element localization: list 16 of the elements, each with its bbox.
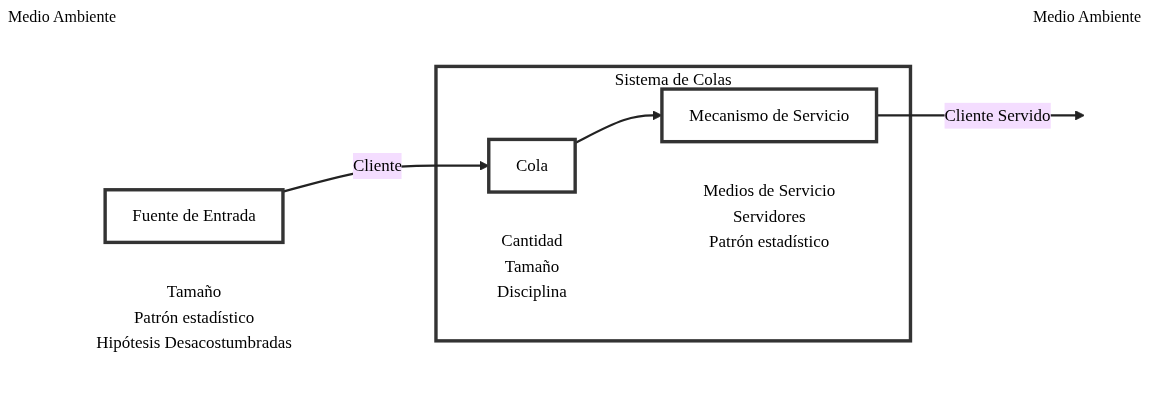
node-label: Hipótesis Desacostumbradas	[96, 332, 292, 352]
node-label: Servidores	[732, 206, 806, 225]
node-label: Patrón estadístico	[133, 307, 255, 326]
node-label: Disciplina	[497, 282, 567, 301]
environment-label: Medio Ambiente	[1033, 8, 1141, 26]
edge-label: Cliente Servido	[944, 106, 1051, 125]
node-box: Cola	[487, 137, 577, 194]
edge-label: Cliente	[352, 156, 403, 175]
node-box: Mecanismo de Servicio	[660, 87, 879, 144]
node-label: Medios de Servicio	[703, 181, 836, 200]
node-box: Fuente de Entrada	[103, 188, 285, 245]
node-label: Patrón estadístico	[709, 232, 830, 251]
node-label: Cantidad	[501, 231, 563, 250]
node-label: Tamaño	[166, 282, 222, 301]
node-label: Tamaño	[504, 257, 560, 276]
environment-label: Medio Ambiente	[8, 8, 116, 26]
